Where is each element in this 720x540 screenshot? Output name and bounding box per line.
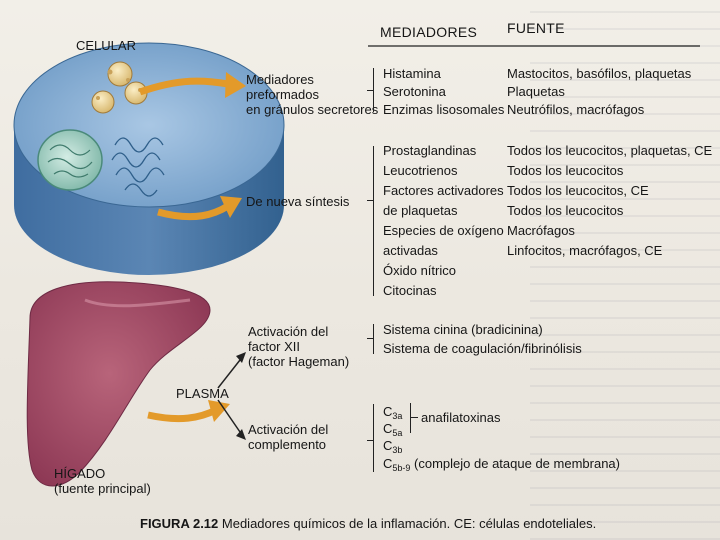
mediator-prostaglandinas: Prostaglandinas (383, 143, 476, 158)
header-fuente: FUENTE (507, 20, 565, 36)
source-factores: Todos los leucocitos, CE (507, 183, 649, 198)
system-coagulacion: Sistema de coagulación/fibrinólisis (383, 341, 582, 356)
mediator-oxido: Óxido nítrico (383, 263, 456, 278)
figure-caption: FIGURA 2.12 Mediadores químicos de la in… (140, 516, 596, 531)
nucleus-icon (38, 130, 102, 190)
source-serotonina: Plaquetas (507, 84, 565, 99)
mediator-histamina: Histamina (383, 66, 441, 81)
label-plasma: PLASMA (176, 386, 229, 401)
header-mediadores: MEDIADORES (380, 24, 477, 40)
source-plaquetas: Todos los leucocitos (507, 203, 623, 218)
mediator-serotonina: Serotonina (383, 84, 446, 99)
bracket-anafilatoxinas (410, 403, 411, 433)
cell-illustration (14, 43, 284, 275)
complement-c3b: C3b (383, 438, 402, 458)
complement-c5b9: C5b-9 (complejo de ataque de membrana) (383, 456, 620, 476)
mediator-plaquetas: de plaquetas (383, 203, 457, 218)
source-prostaglandinas: Todos los leucocitos, plaquetas, CE (507, 143, 712, 158)
mediator-especies: Especies de oxígeno (383, 223, 504, 238)
label-nueva-sintesis: De nueva síntesis (246, 194, 349, 209)
mediator-citocinas: Citocinas (383, 283, 436, 298)
mediator-factores: Factores activadores (383, 183, 504, 198)
liver-illustration (27, 282, 210, 486)
label-higado: HÍGADO(fuente principal) (54, 466, 151, 496)
source-enzimas: Neutrófilos, macrófagos (507, 102, 644, 117)
source-especies: Macrófagos (507, 223, 575, 238)
system-cinina: Sistema cinina (bradicinina) (383, 322, 543, 337)
mediator-leucotrienos: Leucotrienos (383, 163, 457, 178)
source-activadas: Linfocitos, macrófagos, CE (507, 243, 662, 258)
mediator-enzimas: Enzimas lisosomales (383, 102, 504, 117)
source-histamina: Mastocitos, basófilos, plaquetas (507, 66, 691, 81)
label-anafilatoxinas: anafilatoxinas (421, 410, 501, 425)
label-celular: CELULAR (76, 38, 136, 53)
source-leucotrienos: Todos los leucocitos (507, 163, 623, 178)
bracket-kinin (373, 324, 374, 354)
bracket-preformed (373, 68, 374, 112)
bracket-synthesis (373, 146, 374, 296)
mediator-activadas: activadas (383, 243, 438, 258)
bracket-complement (373, 404, 374, 472)
